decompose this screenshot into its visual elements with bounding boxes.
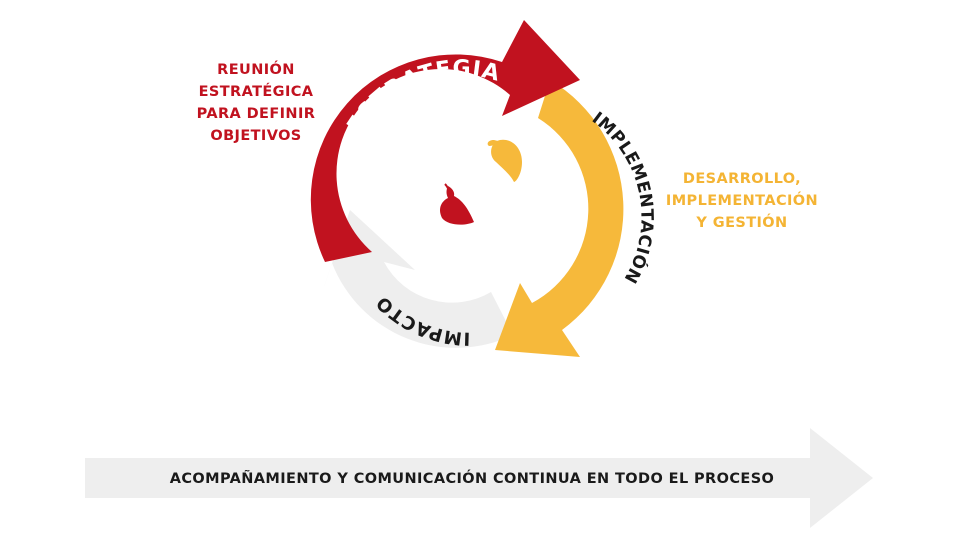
- estrategia-description: REUNIÓN ESTRATÉGICA PARA DEFINIR OBJETIV…: [196, 62, 316, 144]
- implementacion-description: DESARROLLO, IMPLEMENTACIÓN Y GESTIÓN: [665, 171, 819, 231]
- impacto-arc: [322, 210, 513, 348]
- bottom-process-arrow: [85, 428, 873, 528]
- implementacion-arc: [495, 80, 624, 357]
- mango-icon: [487, 139, 522, 182]
- estrategia-arc: [310, 20, 580, 262]
- chili-pepper-icon: [440, 183, 474, 225]
- bottom-arrow-text: ACOMPAÑAMIENTO Y COMUNICACIÓN CONTINUA E…: [170, 469, 775, 487]
